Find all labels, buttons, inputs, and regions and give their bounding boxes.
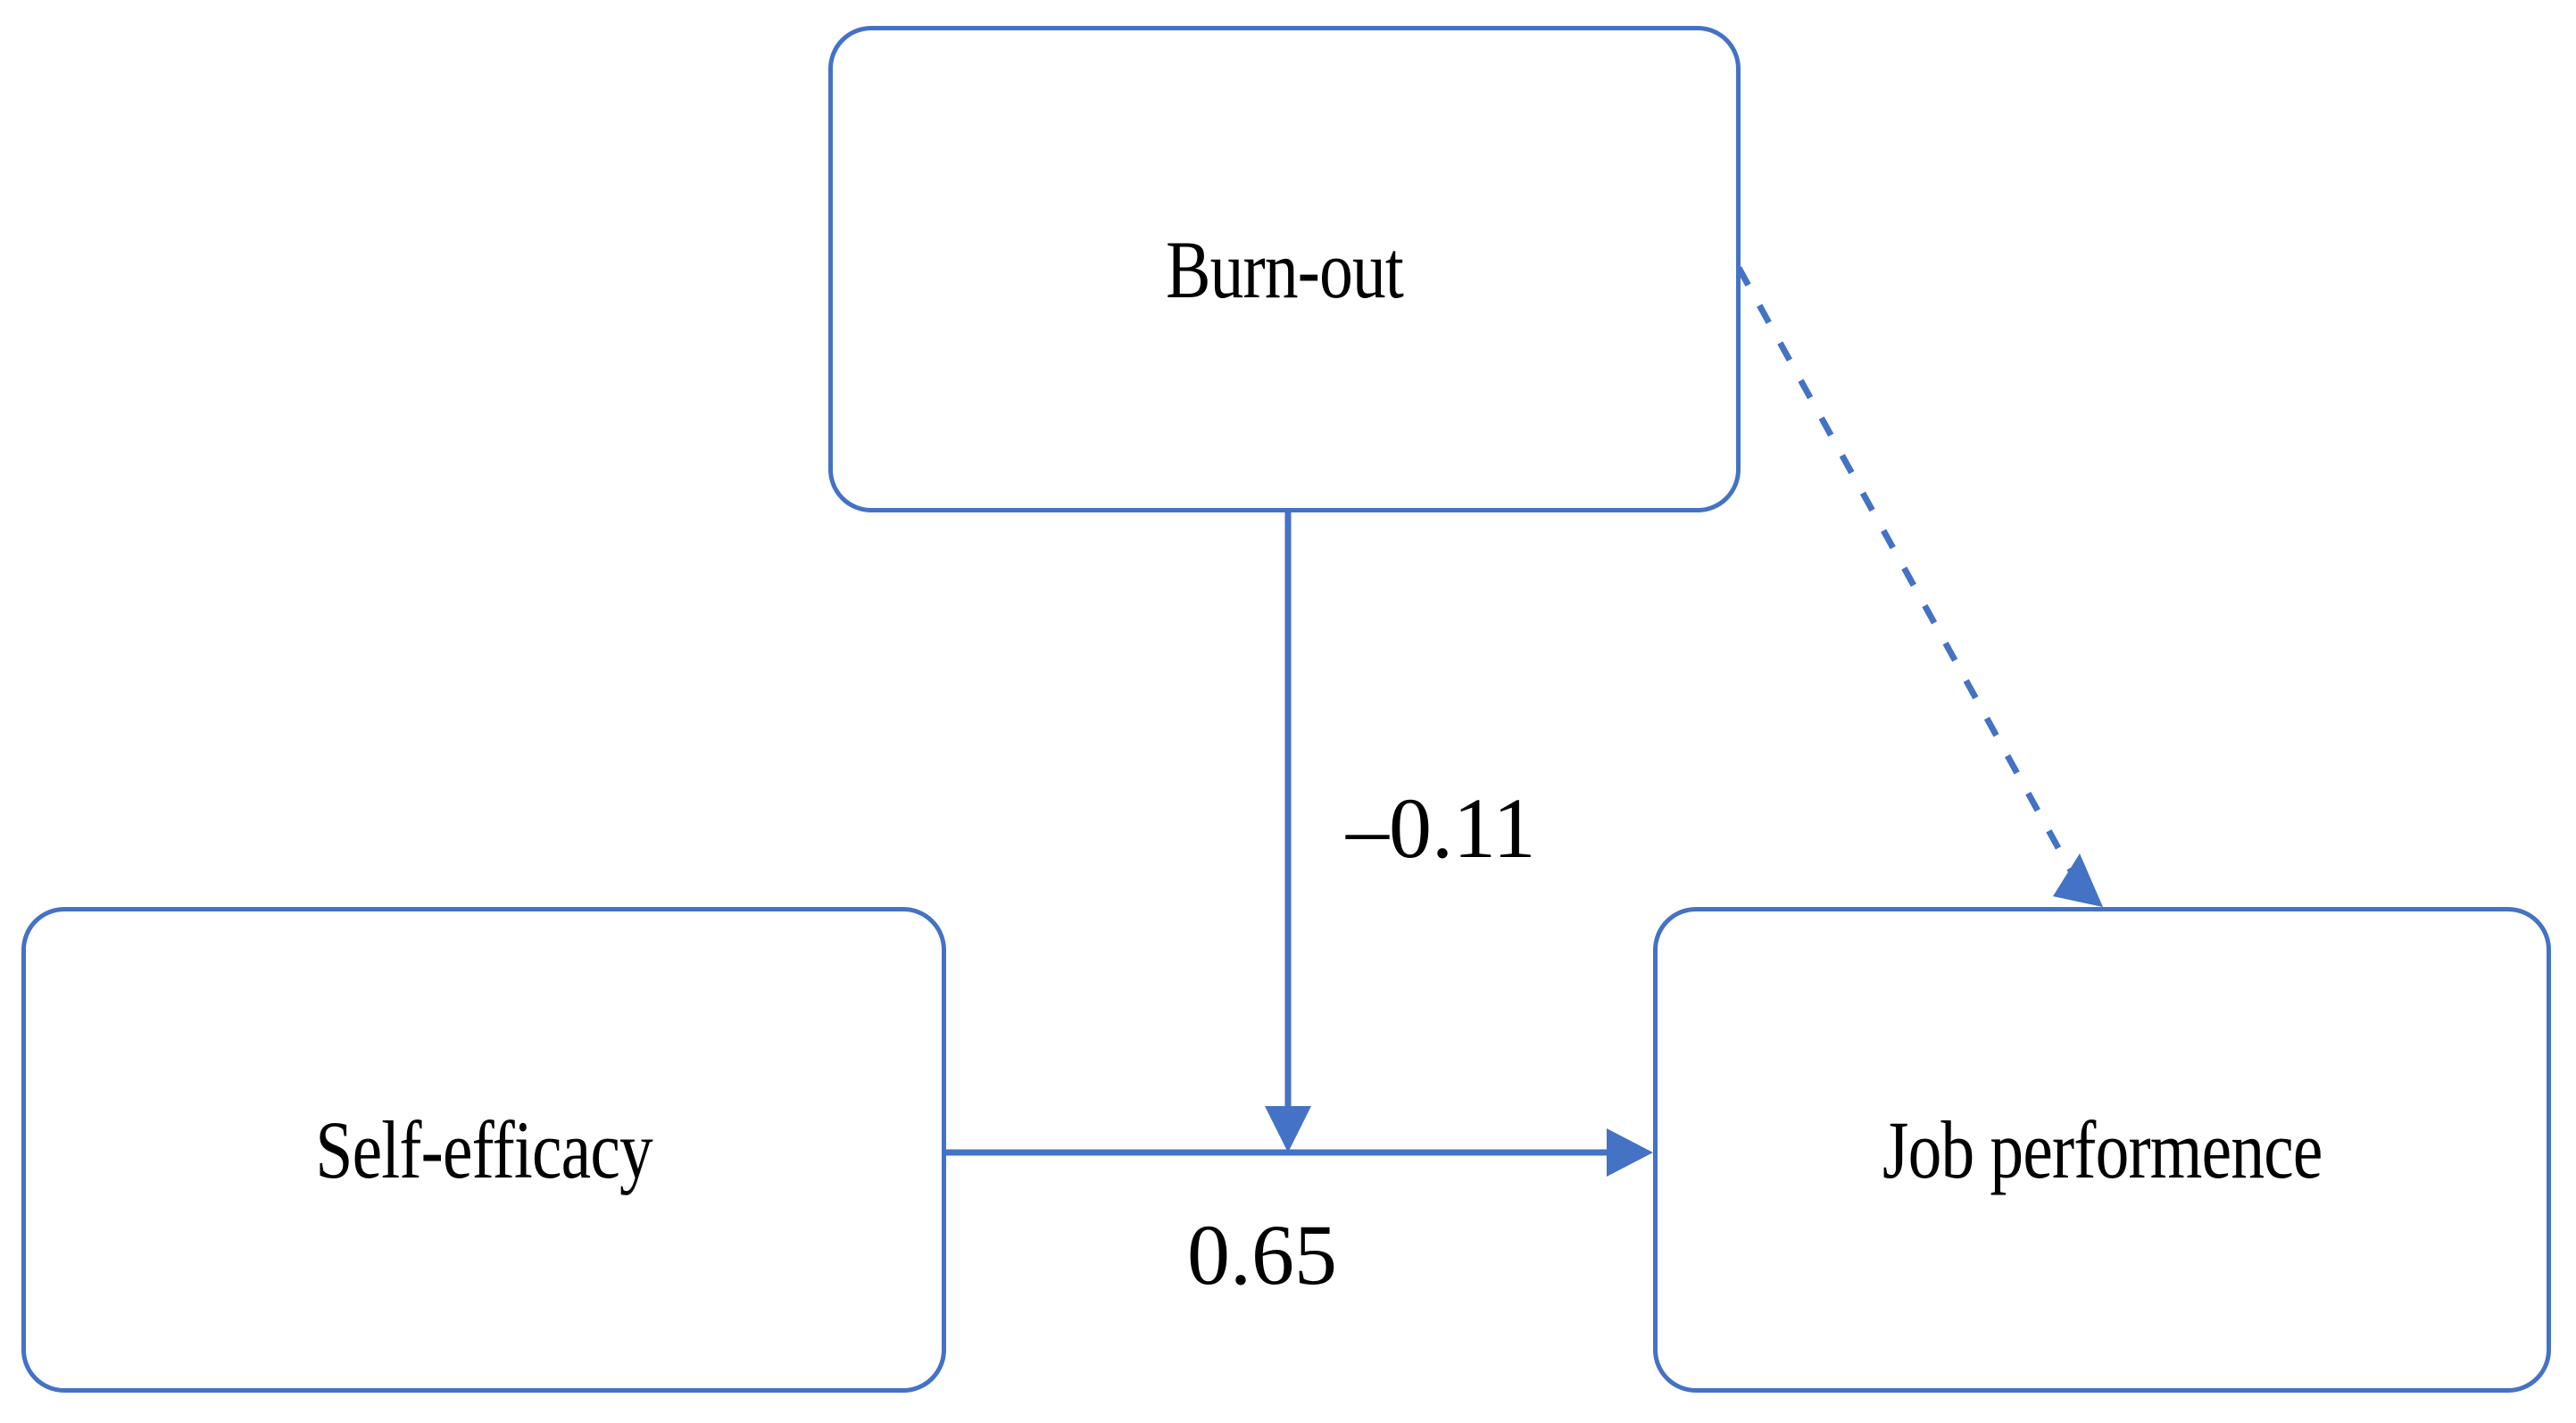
edge-label-burnout-coefficient: –0.11 <box>1346 780 1536 876</box>
edge-self-efficacy-to-job-performance <box>946 1128 1653 1177</box>
node-job-performance[interactable]: Job performence <box>1653 907 2551 1393</box>
node-burn-out-label: Burn-out <box>1166 223 1404 315</box>
edge-burnout-to-job-performance <box>1735 266 2103 907</box>
node-self-efficacy-label: Self-efficacy <box>315 1104 652 1195</box>
node-job-performance-label: Job performence <box>1882 1104 2323 1195</box>
edge-burnout-to-job-performance-line <box>1735 266 2081 884</box>
edge-burnout-to-path <box>1265 512 1311 1153</box>
edge-label-self-efficacy-coefficient: 0.65 <box>1187 1207 1337 1302</box>
edge-burnout-to-job-performance-arrowhead <box>2053 853 2103 907</box>
node-burn-out[interactable]: Burn-out <box>828 26 1741 512</box>
edge-burnout-to-path-arrowhead <box>1265 1106 1311 1153</box>
edge-self-efficacy-to-job-performance-arrowhead <box>1607 1128 1653 1177</box>
node-self-efficacy[interactable]: Self-efficacy <box>21 907 946 1393</box>
